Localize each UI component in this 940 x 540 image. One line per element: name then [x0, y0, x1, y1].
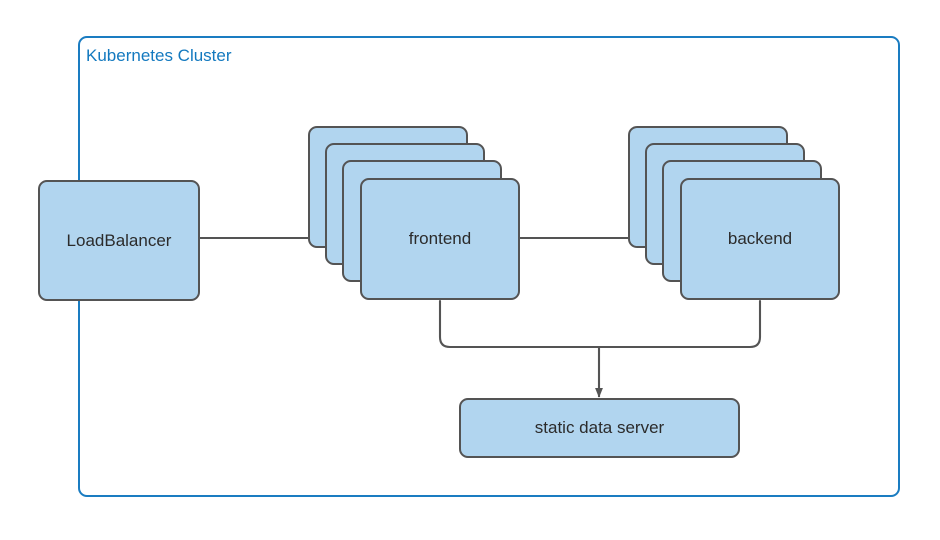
node-backend-label: backend [727, 229, 793, 248]
node-backend-stack[interactable]: backend [628, 126, 840, 300]
node-static-data-server[interactable]: static data server [459, 398, 740, 458]
kubernetes-cluster-label: Kubernetes Cluster [86, 46, 232, 65]
node-frontend-label: frontend [408, 229, 472, 248]
node-loadbalancer-label: LoadBalancer [66, 230, 172, 250]
node-loadbalancer[interactable]: LoadBalancer [38, 180, 200, 301]
frontend-replica-card-4[interactable]: frontend [360, 178, 520, 300]
backend-replica-card-4[interactable]: backend [680, 178, 840, 300]
node-frontend-stack[interactable]: frontend [308, 126, 520, 300]
node-static-data-server-label: static data server [534, 418, 665, 437]
